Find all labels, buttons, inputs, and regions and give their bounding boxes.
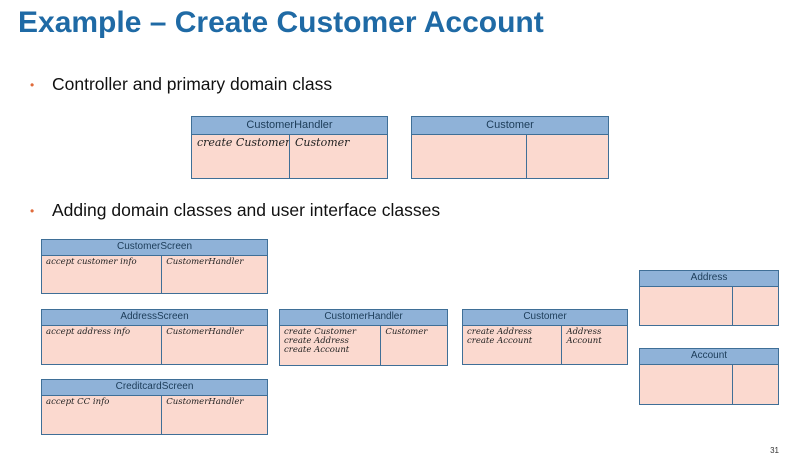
crc-card-title: CustomerHandler bbox=[280, 310, 447, 326]
slide-title: Example – Create Customer Account bbox=[18, 6, 544, 39]
crc-line: Address bbox=[566, 327, 602, 337]
crc-card-account: Account bbox=[639, 348, 779, 405]
crc-line: create Account bbox=[467, 336, 533, 346]
crc-card-title: AddressScreen bbox=[42, 310, 267, 326]
crc-responsibilities: accept customer info bbox=[42, 256, 163, 293]
crc-collaborators: Customer bbox=[381, 326, 447, 365]
crc-card-title: CustomerHandler bbox=[192, 117, 387, 135]
crc-responsibilities bbox=[412, 135, 527, 178]
page-number: 31 bbox=[770, 446, 779, 455]
bullet-domain-ui: • Adding domain classes and user interfa… bbox=[30, 200, 440, 221]
crc-responsibilities: create Customer bbox=[192, 135, 290, 178]
crc-collaborators: CustomerHandler bbox=[162, 396, 267, 434]
bullet-text: Adding domain classes and user interface… bbox=[52, 200, 441, 220]
crc-collaborators: Customer bbox=[290, 135, 387, 178]
crc-card-addressscreen: AddressScreen accept address info Custom… bbox=[41, 309, 268, 365]
crc-line: create Account bbox=[284, 345, 350, 355]
crc-collaborators: CustomerHandler bbox=[162, 326, 267, 364]
crc-card-customerhandler-top: CustomerHandler create Customer Customer bbox=[191, 116, 388, 179]
bullet-controller: • Controller and primary domain class bbox=[30, 74, 332, 95]
crc-line: CustomerHandler bbox=[166, 397, 244, 407]
crc-line: accept customer info bbox=[46, 257, 137, 267]
crc-card-title: Address bbox=[640, 271, 778, 287]
crc-responsibilities: accept CC info bbox=[42, 396, 163, 434]
crc-responsibilities: accept address info bbox=[42, 326, 163, 364]
bullet-text: Controller and primary domain class bbox=[52, 74, 333, 94]
crc-card-customerscreen: CustomerScreen accept customer info Cust… bbox=[41, 239, 268, 294]
crc-card-title: Customer bbox=[463, 310, 627, 326]
crc-card-customer-top: Customer bbox=[411, 116, 609, 179]
crc-line: create Address bbox=[284, 336, 349, 346]
bullet-dot: • bbox=[30, 203, 35, 218]
crc-card-title: CustomerScreen bbox=[42, 240, 267, 256]
crc-card-address: Address bbox=[639, 270, 779, 326]
crc-card-creditcardscreen: CreditcardScreen accept CC info Customer… bbox=[41, 379, 268, 435]
crc-line: create Customer bbox=[197, 136, 290, 149]
crc-line: accept CC info bbox=[46, 397, 110, 407]
crc-card-title: Customer bbox=[412, 117, 608, 135]
bullet-dot: • bbox=[30, 77, 35, 92]
crc-line: create Customer bbox=[284, 327, 357, 337]
crc-responsibilities bbox=[640, 287, 734, 325]
crc-collaborators bbox=[527, 135, 608, 178]
crc-line: CustomerHandler bbox=[166, 327, 244, 337]
crc-collaborators bbox=[733, 287, 778, 325]
crc-card-title: CreditcardScreen bbox=[42, 380, 267, 396]
crc-responsibilities bbox=[640, 365, 734, 404]
crc-card-title: Account bbox=[640, 349, 778, 365]
crc-collaborators: CustomerHandler bbox=[162, 256, 267, 293]
crc-line: Customer bbox=[295, 136, 350, 149]
crc-line: Account bbox=[566, 336, 602, 346]
crc-line: Customer bbox=[385, 327, 428, 337]
crc-line: create Address bbox=[467, 327, 532, 337]
crc-line: accept address info bbox=[46, 327, 131, 337]
crc-collaborators bbox=[733, 365, 778, 404]
crc-line: CustomerHandler bbox=[166, 257, 244, 267]
